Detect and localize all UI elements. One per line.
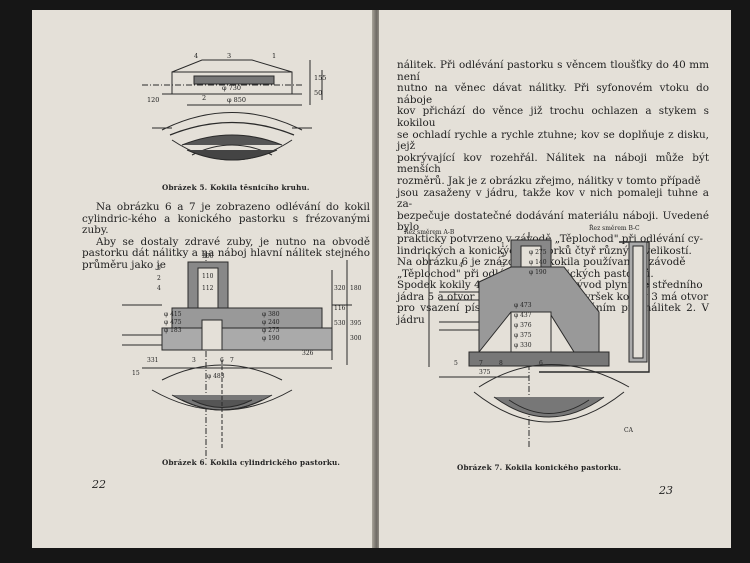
fig7-label-1: 1 [501,242,505,249]
figure-5-caption: Obrázek 5. Kokila těsnicího kruhu. [162,183,310,192]
figure-6-drawing: 200 110 112 320 180 5 2 4 φ 415 φ 475 φ … [122,252,362,460]
fig7-label-phi376: φ 376 [514,322,532,329]
text-line: nálitek. Při odlévání pastorku s věncem … [397,59,709,83]
fig6-label-116: 116 [334,305,346,312]
text-line: jsou zasaženy v jádru, takže kov v nich … [397,186,709,211]
fig6-label-395: 395 [350,320,362,327]
page-number-right: 23 [659,484,673,497]
fig6-label-5: 5 [157,265,161,272]
fig7-label-5: 5 [454,360,458,367]
fig6-label-6: 6 [220,357,224,364]
fig7-label-phi140: φ 140 [529,259,547,266]
fig5-label-120: 120 [147,96,159,104]
fig7-label-phi473: φ 473 [514,302,532,309]
fig6-label-180: 180 [350,285,362,292]
left-page: 4 3 1 2 φ 730 φ 850 120 155 50 Obrázek 5… [32,10,374,548]
right-page: nálitek. Při odlévání pastorku s věncem … [379,10,731,548]
book-gutter [372,10,381,548]
fig7-label-3: 3 [501,262,505,269]
fig7-label-8: 8 [499,360,503,367]
fig6-label-331: 331 [147,357,158,364]
fig5-label-1: 1 [272,52,276,60]
fig7-label-375: 375 [479,369,491,376]
fig6-label-7: 7 [230,357,234,364]
fig6-label-15: 15 [132,370,140,377]
fig6-label-200: 200 [202,253,214,260]
fig7-label-ca: CA [624,427,634,434]
fig6-label-530: 530 [334,320,346,327]
figure-5-drawing: 4 3 1 2 φ 730 φ 850 120 155 50 [142,52,326,161]
page-number-left: 22 [92,478,106,491]
fig7-label-phi375: φ 375 [514,332,532,339]
fig6-label-phi190: φ 190 [262,335,280,342]
text-line: se ochladí rychle a rychle ztuhne; kov s… [397,128,709,153]
fig7-label-phi330: φ 330 [514,342,532,349]
figure-6-caption: Obrázek 6. Kokila cylindrického pastorku… [162,458,341,467]
fig5-label-phi730: φ 730 [222,84,241,92]
fig7-label-2: 2 [501,252,505,259]
fig5-label-4: 4 [194,52,198,60]
fig6-label-320: 320 [334,285,346,292]
fig6-label-2: 2 [157,275,161,282]
left-text-block: Na obrázku 6 a 7 je zobrazeno odlévání d… [82,201,370,272]
fig6-label-300: 300 [350,335,362,342]
fig7-label-phi190: φ 190 [529,269,547,276]
fig6-label-110: 110 [202,273,214,280]
fig7-label-phi437: φ 437 [514,312,532,319]
fig6-label-phi275: φ 275 [262,327,280,334]
fig5-label-155: 155 [314,74,326,82]
fig5-label-3: 3 [227,52,231,60]
fig5-label-2: 2 [202,94,206,102]
figure-7-caption: Obrázek 7. Kokila konického pastorku. [457,463,622,472]
fig7-section-ab: Řez směrem A-B [404,228,455,236]
fig7-label-7: 7 [479,360,483,367]
figure-7-drawing: Řez směrem A-B Řez směrem B-C 1 2 3 4 φ … [404,224,650,447]
fig6-label-phi183: φ 183 [164,327,182,334]
fig6-label-112: 112 [202,285,214,292]
fig6-label-3: 3 [192,357,196,364]
text-line: prakticky potvrzeno v závodě „Těplochod"… [397,232,703,245]
text-line: nutno na věnec dávat nálitky. Při syfono… [397,82,709,106]
paragraph-2: Aby se dostaly zdravé zuby, je nutno na … [82,235,370,271]
fig7-label-4: 4 [459,262,463,269]
fig7-section-bc: Řez směrem B-C [589,224,640,232]
text-line: bezpečuje dostatečné dodávání materiálu … [397,209,709,234]
fig6-label-phi475: φ 475 [164,319,182,326]
fig7-label-phi275: φ 275 [529,249,547,256]
fig5-label-50: 50 [314,89,322,97]
fig6-label-4: 4 [157,285,161,292]
fig6-label-phi483: φ 483 [207,373,225,380]
fig5-label-phi850: φ 850 [227,96,246,104]
fig6-label-326: 326 [302,350,314,357]
text-line: pokrývající kov rozehřál. Nálitek na náb… [397,151,709,176]
paragraph-1: Na obrázku 6 a 7 je zobrazeno odlévání d… [82,201,370,237]
fig6-label-phi380: φ 380 [262,311,280,318]
text-line: rozměrů. Jak je z obrázku zřejmo, nálitk… [397,174,701,187]
text-line: kov přichází do věnce již trochu ochlaze… [397,105,709,129]
fig6-label-phi415: φ 415 [164,311,182,318]
fig7-label-6: 6 [539,360,543,367]
fig6-label-phi240: φ 240 [262,319,280,326]
